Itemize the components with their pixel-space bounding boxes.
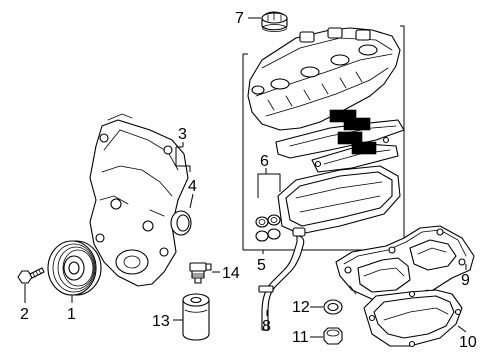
oil-filter — [173, 293, 210, 341]
label-part-5: 5 — [257, 257, 266, 274]
crankshaft-pulley-bolt — [17, 267, 45, 303]
label-part-4: 4 — [188, 178, 197, 195]
front-crankshaft-seal — [170, 193, 194, 236]
upper-oil-pan — [335, 225, 475, 301]
oil-filler-cap — [248, 11, 288, 32]
label-part-3: 3 — [178, 126, 187, 143]
spark-plug-tube-seals — [255, 214, 281, 242]
part-labels: 1 2 3 4 5 6 7 8 9 10 11 12 13 14 — [20, 10, 477, 351]
gasket-callout-bracket — [257, 168, 281, 198]
oil-drain-plug-gasket — [310, 299, 343, 315]
crankshaft-pulley — [47, 240, 102, 303]
label-part-1: 1 — [67, 306, 76, 323]
oil-dipstick-tube — [258, 227, 306, 331]
valve-cover-assembly-bracket — [242, 25, 405, 254]
label-part-6: 6 — [260, 153, 269, 170]
label-part-14: 14 — [222, 265, 240, 282]
label-part-11: 11 — [292, 329, 309, 346]
label-part-12: 12 — [292, 299, 310, 316]
valve-cover — [247, 27, 401, 131]
label-part-2: 2 — [20, 306, 29, 323]
lower-oil-pan — [363, 289, 467, 348]
timing-cover — [89, 113, 189, 287]
label-part-9: 9 — [461, 272, 470, 289]
valve-cover-baffle — [275, 109, 405, 173]
timing-cover-bolt-callout — [175, 142, 191, 172]
label-part-13: 13 — [152, 313, 170, 330]
label-part-10: 10 — [459, 334, 477, 351]
oil-drain-plug — [310, 327, 343, 345]
oil-pressure-sensor — [189, 262, 220, 284]
label-part-8: 8 — [262, 318, 271, 335]
label-part-7: 7 — [235, 10, 244, 27]
valve-cover-gasket — [277, 165, 401, 235]
